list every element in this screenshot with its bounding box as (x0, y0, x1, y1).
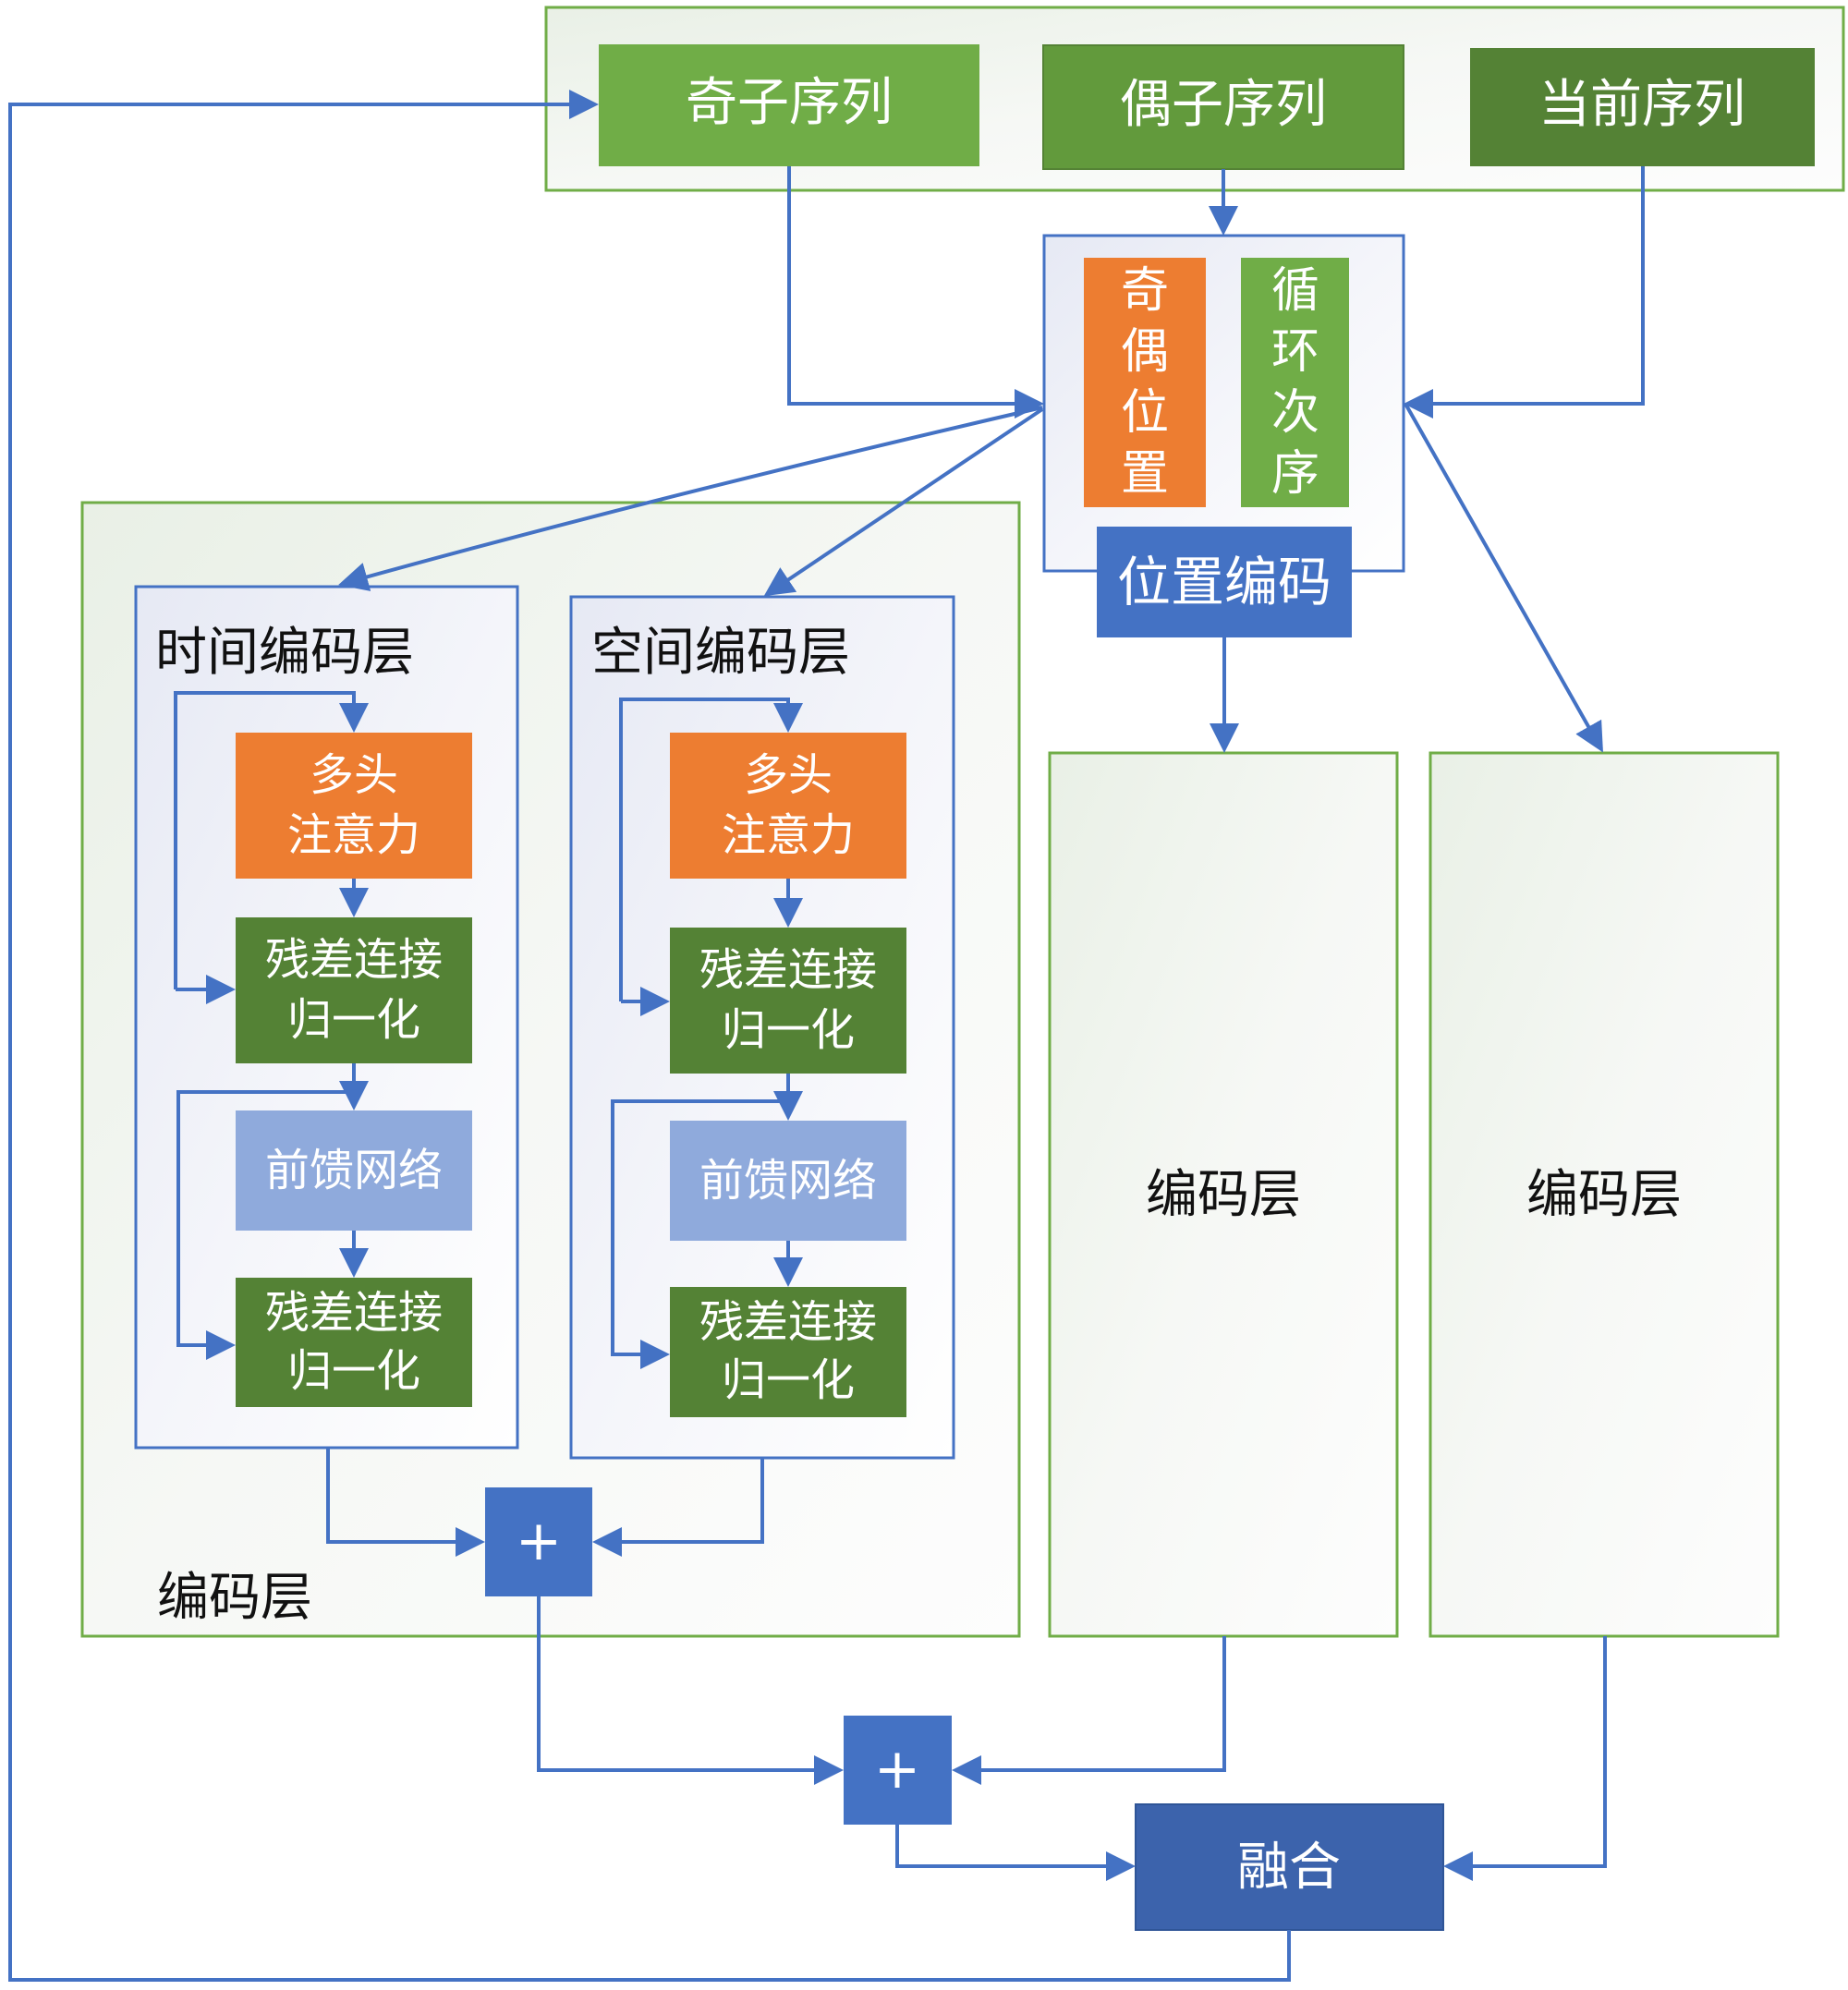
ffn-label: 前馈网络 (265, 1145, 443, 1196)
spatial-res-norm-1-node[interactable]: 残差连接 归一化 (670, 928, 906, 1074)
odd-even-position-char: 偶 (1121, 324, 1169, 380)
cyclic-order-char: 序 (1271, 446, 1319, 502)
edge-encoder-3-to-fusion (1443, 1636, 1607, 1881)
edges (8, 90, 1645, 1982)
sum-node-2[interactable]: + (844, 1716, 952, 1825)
fusion-label: 融合 (1237, 1838, 1341, 1898)
current-sequence-label: 当前序列 (1538, 75, 1745, 135)
edge-current-to-position (1404, 166, 1645, 419)
plus-icon: + (874, 1737, 920, 1802)
temporal-encoder-title: 时间编码层 (155, 623, 414, 683)
res-norm-label-line: 残差连接 (265, 934, 443, 986)
odd-even-position-node[interactable]: 奇 偶 位 置 (1084, 258, 1206, 507)
res-norm-label-line: 归一化 (722, 1004, 855, 1056)
cyclic-order-char: 次 (1271, 385, 1319, 441)
edge-position-to-spatial (763, 407, 1044, 597)
plus-icon: + (516, 1509, 562, 1573)
position-encoding-label: 位置编码 (1117, 551, 1331, 613)
spatial-ffn-node[interactable]: 前馈网络 (670, 1121, 906, 1241)
edge-sum-2-to-fusion (895, 1825, 1136, 1881)
ffn-label: 前馈网络 (699, 1155, 877, 1207)
encoder-3-label: 编码层 (1526, 1165, 1682, 1225)
edge-odd-to-position (787, 166, 1044, 419)
temporal-attention-node[interactable]: 多头 注意力 (236, 733, 472, 879)
odd-sequence-node[interactable]: 奇子序列 (599, 44, 979, 166)
temporal-res-norm-2-node[interactable]: 残差连接 归一化 (236, 1278, 472, 1407)
attention-label-line: 多头 (744, 749, 833, 801)
edge-spatial-skip-1-input (619, 698, 803, 1001)
odd-sequence-label: 奇子序列 (686, 73, 893, 133)
edge-sum-1-to-sum-2 (537, 1596, 844, 1785)
edge-position-to-encoder-3 (1404, 403, 1603, 753)
edge-position-to-temporal (338, 406, 1043, 591)
res-norm-label-line: 归一化 (287, 994, 420, 1046)
current-sequence-node[interactable]: 当前序列 (1470, 48, 1815, 166)
even-sequence-node[interactable]: 偶子序列 (1042, 44, 1404, 170)
res-norm-label-line: 归一化 (722, 1354, 855, 1406)
res-norm-label-line: 残差连接 (699, 1296, 877, 1348)
spatial-encoder-title: 空间编码层 (591, 623, 850, 683)
edge-temporal-skip-1-input (174, 691, 369, 989)
edge-temporal-skip-2 (176, 1090, 354, 1360)
temporal-ffn-node[interactable]: 前馈网络 (236, 1110, 472, 1231)
odd-even-position-char: 奇 (1121, 263, 1169, 319)
edge-encoder-2-to-sum-2 (952, 1636, 1226, 1785)
edge-spatial-skip-2 (611, 1099, 788, 1369)
temporal-res-norm-1-node[interactable]: 残差连接 归一化 (236, 917, 472, 1063)
res-norm-label-line: 残差连接 (699, 944, 877, 996)
cyclic-order-node[interactable]: 循 环 次 序 (1241, 258, 1349, 507)
cyclic-order-char: 环 (1271, 324, 1319, 380)
encoder-2-label: 编码层 (1146, 1165, 1301, 1225)
main-encoder-label: 编码层 (157, 1568, 312, 1628)
res-norm-label-line: 残差连接 (265, 1287, 443, 1339)
position-encoding-node[interactable]: 位置编码 (1097, 527, 1352, 637)
cyclic-order-char: 循 (1271, 263, 1319, 319)
spatial-res-norm-2-node[interactable]: 残差连接 归一化 (670, 1287, 906, 1417)
edge-temporal-to-sum-1 (326, 1448, 485, 1557)
encoder-2-node[interactable]: 编码层 (1048, 751, 1399, 1638)
spatial-attention-node[interactable]: 多头 注意力 (670, 733, 906, 879)
encoder-3-node[interactable]: 编码层 (1429, 751, 1780, 1638)
res-norm-label-line: 归一化 (287, 1345, 420, 1397)
even-sequence-label: 偶子序列 (1120, 75, 1327, 135)
edge-fusion-to-odd-sequence (8, 90, 1291, 1982)
odd-even-position-char: 位 (1121, 385, 1169, 441)
attention-label-line: 注意力 (722, 809, 855, 861)
odd-even-position-char: 置 (1121, 446, 1169, 502)
fusion-node[interactable]: 融合 (1135, 1803, 1444, 1931)
sum-node-1[interactable]: + (485, 1487, 592, 1596)
attention-label-line: 多头 (310, 749, 398, 801)
attention-label-line: 注意力 (287, 809, 420, 861)
edge-spatial-to-sum-1 (592, 1458, 764, 1557)
